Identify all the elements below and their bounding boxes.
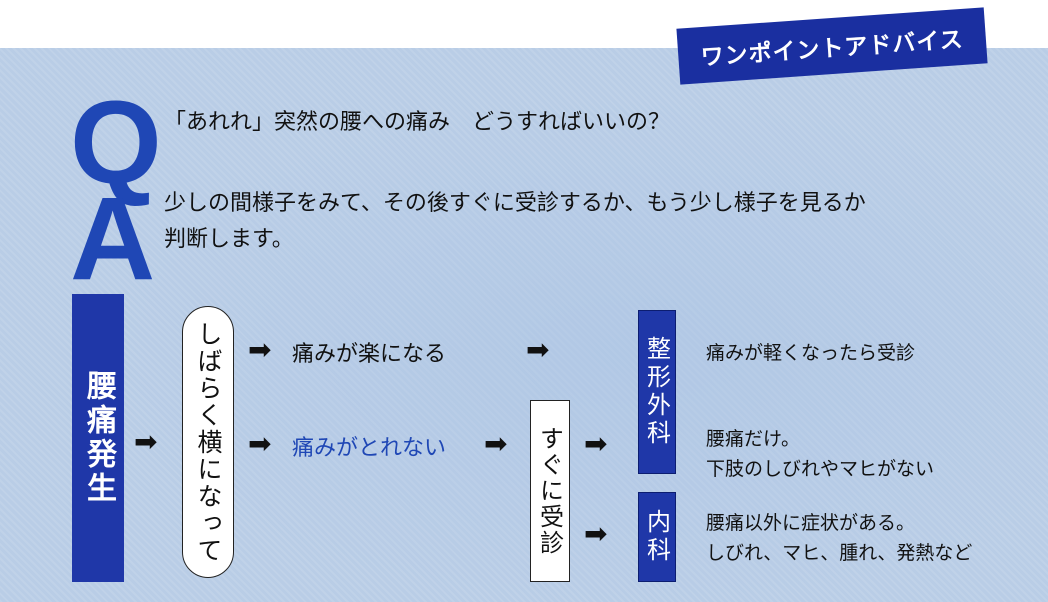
pain-not-gone-label: 痛みがとれない xyxy=(292,436,447,461)
answer-text: 少しの間様子をみて、その後すぐに受診するか、もう少し様子を見るか 判断します。 xyxy=(164,186,984,258)
other-symptoms-note-line-1: 腰痛以外に症状がある。 xyxy=(706,512,916,534)
arrow-icon-soon-to-internal: ➡ xyxy=(584,517,608,550)
arrow-icon-to-not-gone: ➡ xyxy=(248,427,272,460)
question-letter: Q xyxy=(70,77,162,209)
answer-letter: A xyxy=(70,173,156,305)
arrow-icon-to-soon: ➡ xyxy=(484,427,508,460)
back-only-note: 腰痛だけ。 下肢のしびれやマヒがない xyxy=(706,424,934,484)
visit-soon-box: すぐに受診 xyxy=(530,400,570,582)
back-only-note-line-1: 腰痛だけ。 xyxy=(706,428,801,450)
arrow-icon-eased-to-ortho: ➡ xyxy=(526,333,550,366)
arrow-icon-soon-to-ortho: ➡ xyxy=(584,427,608,460)
lie-down-box: しばらく横になって xyxy=(182,306,234,578)
arrow-icon-to-eased: ➡ xyxy=(248,333,272,366)
other-symptoms-note-line-2: しびれ、マヒ、腫れ、発熱など xyxy=(706,542,973,564)
pain-eased-label: 痛みが楽になる xyxy=(292,342,447,367)
arrow-icon-onset-to-lying: ➡ xyxy=(134,425,158,458)
answer-line-2: 判断します。 xyxy=(164,227,294,252)
back-only-note-line-2: 下肢のしびれやマヒがない xyxy=(706,458,935,480)
question-text: 「あれれ」突然の腰への痛み どうすればいいの？ xyxy=(164,110,671,135)
diagram-panel xyxy=(0,48,1048,602)
other-symptoms-note: 腰痛以外に症状がある。 しびれ、マヒ、腫れ、発熱など xyxy=(706,508,972,568)
back-pain-onset-box: 腰痛発生 xyxy=(72,294,124,582)
answer-line-1: 少しの間様子をみて、その後すぐに受診するか、もう少し様子を見るか xyxy=(164,191,866,216)
eased-note: 痛みが軽くなったら受診 xyxy=(706,342,916,364)
internal-medicine-box: 内科 xyxy=(638,492,676,582)
orthopedics-box: 整形外科 xyxy=(638,310,676,474)
